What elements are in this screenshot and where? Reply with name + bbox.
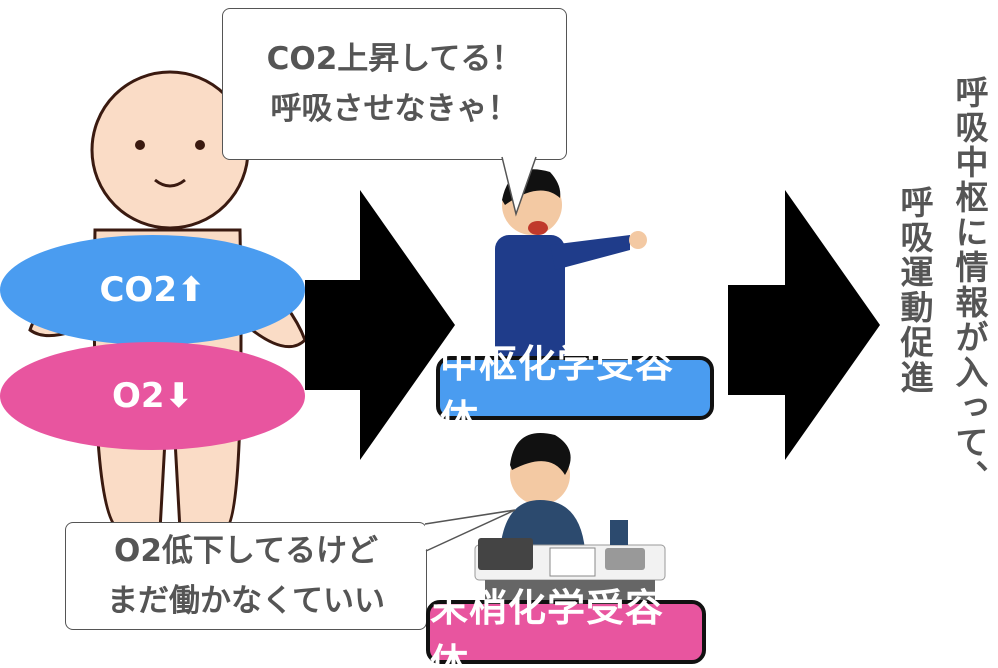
label-text: 末梢化学受容体: [430, 586, 665, 668]
o2-drop-ellipse: O2⬇: [0, 342, 305, 450]
peripheral-chemoreceptor-label: 末梢化学受容体: [426, 586, 706, 668]
speech-line: CO2上昇してる！: [266, 41, 523, 77]
speech-line: まだ働かなくていい: [106, 583, 386, 619]
arrow-right-icon: [305, 190, 455, 460]
central-speech-bubble: CO2上昇してる！ 呼吸させなきゃ！: [222, 8, 567, 160]
speech-tail: [501, 156, 537, 217]
result-text-line2: 呼吸運動促進: [895, 185, 934, 395]
label-text: 中枢化学受容体: [440, 342, 675, 441]
speech-line: 呼吸させなきゃ！: [270, 91, 519, 127]
peripheral-speech-bubble: O2低下してるけど まだ働かなくていい: [65, 522, 427, 630]
office-worker-illustration: [474, 433, 666, 600]
up-arrow-icon: ⬆: [177, 270, 206, 310]
o2-label: O2: [111, 376, 165, 416]
arrow-right-icon: [728, 190, 880, 460]
speech-line: O2低下してるけど: [114, 533, 378, 569]
co2-label: CO2: [99, 270, 177, 310]
central-chemoreceptor-label: 中枢化学受容体: [436, 342, 714, 441]
speech-tail: [424, 509, 516, 552]
down-arrow-icon: ⬇: [164, 376, 194, 416]
co2-rise-ellipse: CO2⬆: [0, 235, 305, 345]
result-text-line1: 呼吸中枢に情報が入って、: [950, 75, 989, 495]
